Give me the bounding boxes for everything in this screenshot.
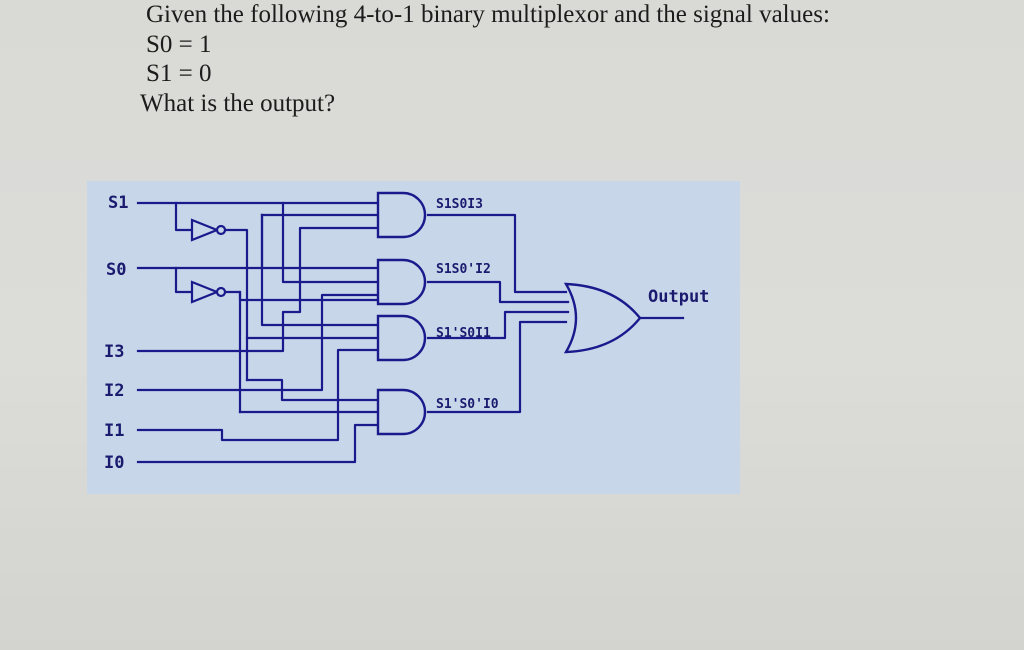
not-bubble-s0 bbox=[215, 286, 227, 298]
not-gates bbox=[190, 218, 227, 304]
wire-g3-out bbox=[426, 213, 568, 294]
wire-g1-out bbox=[426, 310, 570, 340]
wire-i1 bbox=[136, 348, 380, 442]
wire-s1-not-bus bbox=[223, 228, 249, 382]
not-gate-s0 bbox=[190, 280, 220, 304]
and-gate-2 bbox=[376, 258, 427, 306]
label-and-0: S1'S0'I0 bbox=[436, 397, 499, 412]
wire-s0n-to-g2 bbox=[238, 290, 380, 302]
not-gate-s1 bbox=[190, 218, 220, 242]
label-i0: I0 bbox=[104, 453, 124, 473]
and-gates bbox=[376, 191, 427, 436]
label-and-1: S1'S0I1 bbox=[436, 326, 491, 341]
output-label: Output bbox=[648, 287, 709, 307]
question-prompt: What is the output? bbox=[140, 90, 336, 117]
and-gate-0 bbox=[376, 388, 427, 436]
label-i3: I3 bbox=[104, 342, 124, 362]
question-s1-value: S1 = 0 bbox=[146, 60, 212, 87]
label-i1: I1 bbox=[104, 421, 124, 441]
question-s0-value: S0 = 1 bbox=[146, 31, 212, 58]
question-intro: Given the following 4-to-1 binary multip… bbox=[146, 1, 830, 28]
label-and-2: S1S0'I2 bbox=[436, 262, 491, 277]
wire-s0-to-not bbox=[174, 266, 194, 294]
label-and-3: S1S0I3 bbox=[436, 197, 483, 212]
wire-s1-to-g2 bbox=[281, 201, 380, 284]
wire-g0-out bbox=[426, 320, 568, 414]
gate-labels: S1S0I3 S1S0'I2 S1'S0I1 S1'S0'I0 bbox=[436, 197, 499, 412]
label-i2: I2 bbox=[104, 381, 124, 401]
or-gate bbox=[563, 282, 642, 354]
wire-g2-out bbox=[426, 280, 570, 304]
wires bbox=[136, 201, 685, 464]
label-s1: S1 bbox=[108, 193, 128, 213]
not-bubble-s1 bbox=[215, 224, 227, 236]
input-labels: S1 S0 I3 I2 I1 I0 bbox=[104, 193, 128, 473]
wire-i0 bbox=[136, 423, 380, 464]
wire-s1-to-not bbox=[174, 201, 194, 232]
and-gate-3 bbox=[376, 191, 427, 239]
wire-s0-to-g1 bbox=[260, 213, 380, 327]
label-s0: S0 bbox=[106, 260, 126, 280]
and-gate-1 bbox=[376, 314, 427, 362]
wire-i3 bbox=[136, 226, 380, 353]
wire-i2 bbox=[136, 293, 380, 392]
